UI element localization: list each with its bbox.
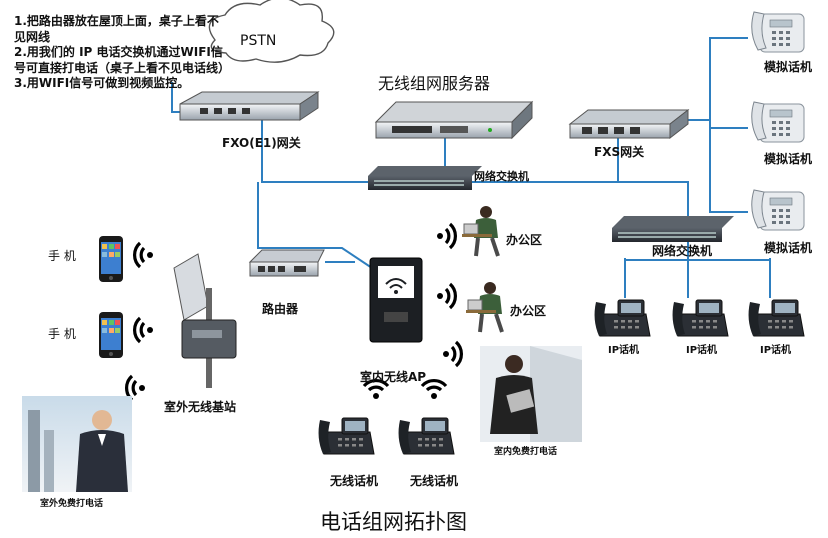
wifi-icon [441, 340, 464, 368]
wifi-icon [132, 316, 155, 344]
wireless-server [374, 100, 534, 140]
office-label-2: 办公区 [510, 304, 547, 318]
wireless-phone-icon [318, 417, 375, 455]
mobile-label-1: 手 机 [48, 249, 76, 263]
router [248, 249, 325, 277]
network-switch-right [612, 216, 734, 242]
office-worker-icon [464, 280, 504, 334]
wifi-icon [435, 282, 458, 310]
analog-label-3: 模拟话机 [764, 241, 813, 255]
ip-phone-icon [594, 299, 651, 337]
smartphone-icon [99, 312, 123, 358]
indoor-call-caption: 室内免费打电话 [494, 447, 558, 457]
note-2: 2.用我们的 IP 电话交换机通过WIFI信号可直接打电话（桌子上看不见电话线） [14, 45, 231, 75]
network-switch-top [368, 166, 482, 190]
analog-phone-icon [751, 11, 805, 53]
outdoor-bs-label: 室外无线基站 [164, 400, 237, 414]
smartphone-icon [99, 236, 123, 282]
outdoor-call-photo [22, 396, 132, 492]
ip-phone-icon [748, 299, 805, 337]
analog-label-1: 模拟话机 [764, 60, 813, 74]
switch-right-label: 网络交换机 [652, 244, 713, 258]
pstn-label: PSTN [240, 33, 277, 49]
office-label-1: 办公区 [506, 233, 543, 247]
switch-top-label: 网络交换机 [474, 170, 529, 183]
analog-phone-icon [751, 101, 805, 143]
fxo-gateway [179, 91, 320, 121]
indoor-call-photo [480, 346, 582, 442]
server-label: 无线组网服务器 [378, 74, 491, 93]
note-1: 1.把路由器放在屋顶上面，桌子上看不见网线 [14, 14, 219, 44]
ip-phone-label-1: IP话机 [608, 345, 640, 356]
ip-phone-icon [672, 299, 729, 337]
indoor-ap-device [369, 257, 423, 343]
wifi-icon [132, 241, 155, 269]
analog-label-2: 模拟话机 [764, 152, 813, 166]
usage-notes: 1.把路由器放在屋顶上面，桌子上看不见网线 2.用我们的 IP 电话交换机通过W… [14, 14, 231, 92]
fxs-label: FXS网关 [594, 145, 645, 159]
office-worker-icon [460, 204, 500, 258]
fxs-gateway [568, 108, 690, 140]
ip-phone-label-3: IP话机 [760, 345, 792, 356]
pstn-cloud [208, 0, 335, 63]
diagram-title: 电话组网拓扑图 [320, 510, 467, 534]
wireless-phone-icon [398, 417, 455, 455]
network-links [171, 37, 771, 298]
mobile-label-2: 手 机 [48, 327, 76, 341]
wireless-phone-label-2: 无线话机 [410, 474, 459, 488]
outdoor-call-caption: 室外免费打电话 [40, 499, 104, 509]
fxo-label: FXO(E1)网关 [222, 136, 301, 150]
analog-phone-icon [751, 189, 805, 231]
outdoor-base-station [173, 253, 237, 388]
wireless-phone-label-1: 无线话机 [330, 474, 379, 488]
router-label: 路由器 [262, 302, 299, 316]
indoor-ap-label: 室内无线AP [360, 370, 427, 384]
ip-phone-label-2: IP话机 [686, 345, 718, 356]
note-3: 3.用WIFI信号可做到视频监控。 [14, 76, 190, 90]
wifi-icon [435, 222, 458, 250]
